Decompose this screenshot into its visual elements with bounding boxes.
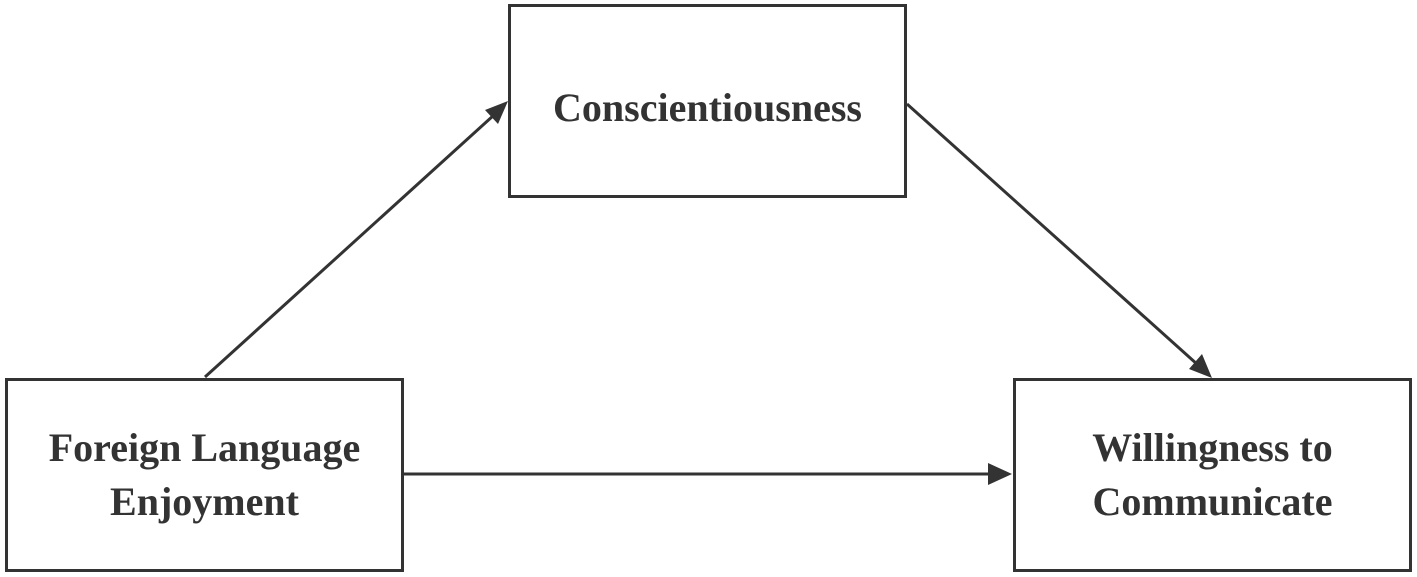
predictor-box: Foreign Language Enjoyment <box>5 378 404 572</box>
mediator-box: Conscientiousness <box>508 4 907 198</box>
outcome-label-line-2: Communicate <box>1092 479 1333 524</box>
outcome-label: Willingness to Communicate <box>1092 421 1332 529</box>
arrowhead-predictor-to-outcome <box>988 463 1012 485</box>
mediator-label: Conscientiousness <box>553 85 862 130</box>
outcome-label-line-1: Willingness to <box>1092 425 1333 470</box>
arrowhead-mediator-to-outcome <box>1189 354 1212 378</box>
predictor-label: Foreign Language Enjoyment <box>49 421 361 529</box>
predictor-label-line-2: Enjoyment <box>110 479 299 524</box>
predictor-label-line-1: Foreign Language <box>48 425 361 470</box>
outcome-box: Willingness to Communicate <box>1013 378 1412 572</box>
arrowhead-predictor-to-mediator <box>485 101 508 124</box>
arrow-mediator-to-outcome <box>905 102 1200 367</box>
arrow-predictor-to-mediator <box>203 113 496 379</box>
